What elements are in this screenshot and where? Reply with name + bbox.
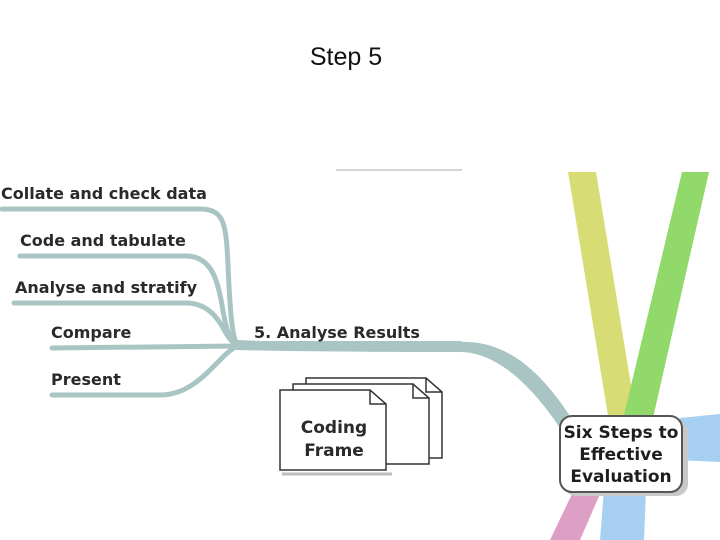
topic-label: 5. Analyse Results bbox=[254, 323, 420, 342]
branch-line-compare bbox=[49, 343, 241, 351]
pink-band bbox=[550, 494, 600, 540]
branch-line-analyse bbox=[11, 300, 241, 348]
branch-label-analyse: Analyse and stratify bbox=[15, 278, 198, 297]
hub-label-line-1: Six Steps to bbox=[564, 423, 679, 443]
coding-frame-document-icon bbox=[279, 377, 443, 476]
coding-frame-label-line-1: Coding bbox=[301, 418, 367, 438]
green-band bbox=[618, 172, 709, 440]
branch-line-present bbox=[49, 343, 241, 398]
hub-label-line-2: Effective bbox=[579, 445, 663, 465]
hub-node bbox=[559, 415, 683, 493]
coding-frame-label-line-2: Frame bbox=[304, 441, 364, 461]
branch-line-collate bbox=[0, 206, 241, 348]
branch-label-collate: Collate and check data bbox=[1, 184, 207, 203]
yellow-band bbox=[568, 172, 640, 440]
slide-title: Step 5 bbox=[309, 43, 383, 71]
hub-label-line-3: Evaluation bbox=[570, 467, 671, 487]
branch-label-compare: Compare bbox=[51, 323, 132, 342]
branch-label-present: Present bbox=[51, 370, 121, 389]
blue-band-bottom bbox=[600, 490, 646, 540]
branch-label-code: Code and tabulate bbox=[20, 231, 186, 250]
